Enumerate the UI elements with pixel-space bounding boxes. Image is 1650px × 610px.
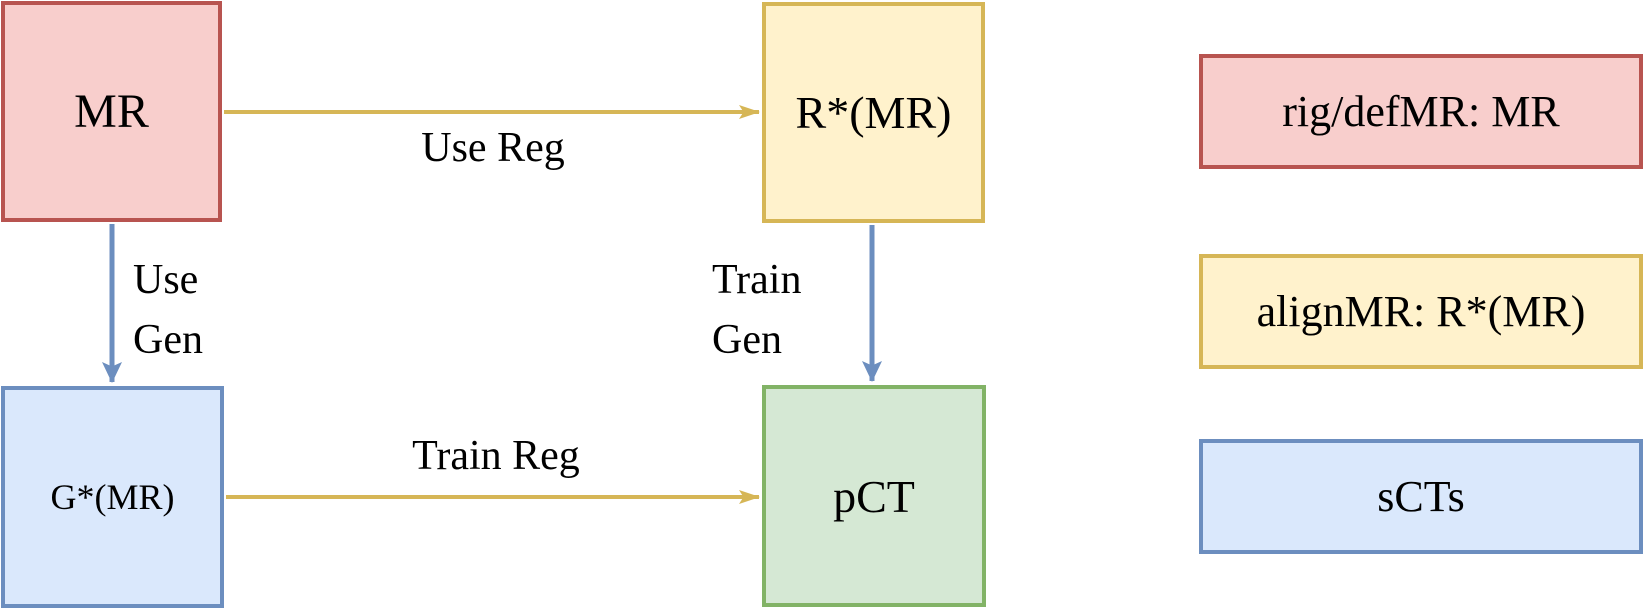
- node-mr-label: MR: [74, 85, 149, 138]
- node-aligned-mr: R*(MR): [762, 2, 985, 223]
- legend-item-rig-def-mr: rig/defMR: MR: [1199, 54, 1643, 169]
- node-pct: pCT: [762, 385, 986, 607]
- edge-label-train-reg: Train Reg: [412, 433, 580, 479]
- edge-label-use-reg: Use Reg: [421, 125, 565, 171]
- node-sct-label: G*(MR): [50, 477, 175, 517]
- node-pct-label: pCT: [833, 470, 915, 522]
- legend-item-align-mr-label: alignMR: R*(MR): [1256, 287, 1586, 336]
- node-aligned-mr-label: R*(MR): [795, 87, 952, 138]
- legend-item-scts-label: sCTs: [1377, 472, 1465, 521]
- edge-label-train-gen: Train Gen: [712, 257, 802, 363]
- legend-item-align-mr: alignMR: R*(MR): [1199, 254, 1643, 369]
- node-sct: G*(MR): [1, 386, 224, 608]
- legend-item-scts: sCTs: [1199, 439, 1643, 554]
- node-mr: MR: [1, 1, 222, 222]
- legend-item-rig-def-mr-label: rig/defMR: MR: [1282, 87, 1560, 136]
- edge-label-use-gen: Use Gen: [133, 257, 203, 363]
